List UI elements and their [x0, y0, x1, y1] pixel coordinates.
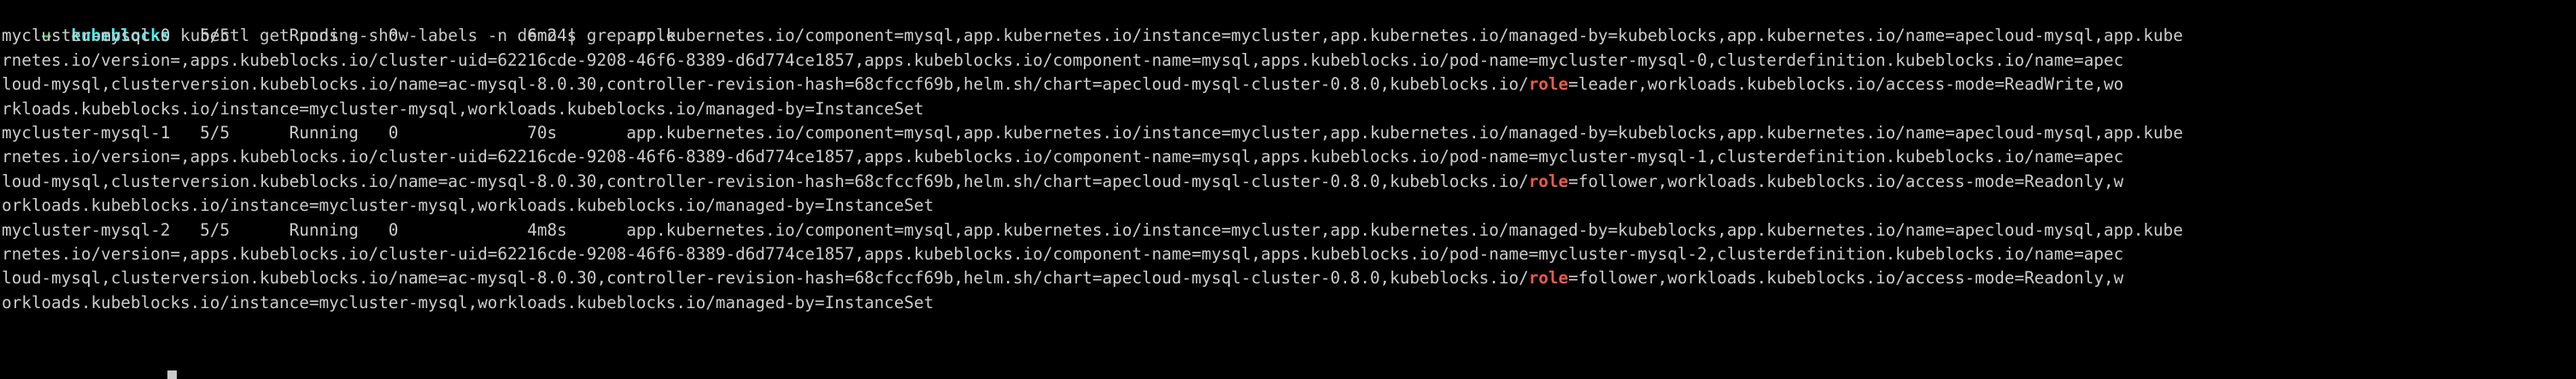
output-line-pod2-line1: mycluster-mysql-2 5/5 Running 0 4m8s app…	[0, 219, 2576, 242]
output-text: orkloads.kubeblocks.io/instance=mycluste…	[2, 195, 934, 216]
output-line-pod1-line1: mycluster-mysql-1 5/5 Running 0 70s app.…	[0, 121, 2576, 145]
output-line-pod0-line3: loud-mysql,clusterversion.kubeblocks.io/…	[0, 73, 2576, 96]
terminal-cursor	[167, 370, 177, 379]
grep-match-role: role	[1528, 74, 1569, 95]
output-text: rnetes.io/version=,apps.kubeblocks.io/cl…	[2, 147, 2124, 167]
output-text: =leader,workloads.kubeblocks.io/access-m…	[1568, 74, 2124, 95]
output-text: orkloads.kubeblocks.io/instance=mycluste…	[2, 292, 934, 312]
output-text: mycluster-mysql-1 5/5 Running 0 70s app.…	[2, 122, 2183, 143]
output-line-pod0-line1: mycluster-mysql-0 5/5 Running 0 6m24s ap…	[0, 24, 2576, 48]
output-line-pod1-line4: orkloads.kubeblocks.io/instance=mycluste…	[0, 194, 2576, 218]
output-line-pod2-line3: loud-mysql,clusterversion.kubeblocks.io/…	[0, 266, 2576, 290]
grep-match-role: role	[1528, 171, 1569, 191]
output-line-pod0-line4: rkloads.kubeblocks.io/instance=mycluster…	[0, 97, 2576, 121]
prompt-arrow-icon: →	[41, 26, 52, 46]
output-line-pod2-line4: orkloads.kubeblocks.io/instance=mycluste…	[0, 291, 2576, 315]
terminal-output: mycluster-mysql-0 5/5 Running 0 6m24s ap…	[0, 24, 2576, 315]
output-line-pod1-line2: rnetes.io/version=,apps.kubeblocks.io/cl…	[0, 145, 2576, 169]
output-text: rkloads.kubeblocks.io/instance=mycluster…	[2, 98, 924, 119]
grep-match-role: role	[1528, 268, 1569, 289]
prompt-command-text: kubectl get pods --show-labels -n demo |…	[179, 26, 676, 46]
output-text: rnetes.io/version=,apps.kubeblocks.io/cl…	[2, 50, 2124, 70]
output-text: =follower,workloads.kubeblocks.io/access…	[1568, 171, 2124, 191]
output-text: =follower,workloads.kubeblocks.io/access…	[1568, 268, 2124, 289]
output-text: mycluster-mysql-0 5/5 Running 0 6m24s ap…	[2, 26, 2183, 46]
output-line-pod2-line2: rnetes.io/version=,apps.kubeblocks.io/cl…	[0, 242, 2576, 266]
prompt-context-label: kubeblocks	[71, 26, 171, 46]
output-line-pod1-line3: loud-mysql,clusterversion.kubeblocks.io/…	[0, 170, 2576, 194]
output-text: loud-mysql,clusterversion.kubeblocks.io/…	[2, 268, 1529, 289]
output-text: rnetes.io/version=,apps.kubeblocks.io/cl…	[2, 243, 2124, 264]
output-line-pod0-line2: rnetes.io/version=,apps.kubeblocks.io/cl…	[0, 49, 2576, 73]
output-text: loud-mysql,clusterversion.kubeblocks.io/…	[2, 171, 1529, 191]
prompt-line: → kubeblocks kubectl get pods --show-lab…	[0, 0, 2576, 45]
output-text: loud-mysql,clusterversion.kubeblocks.io/…	[2, 74, 1529, 95]
output-text: mycluster-mysql-2 5/5 Running 0 4m8s app…	[2, 219, 2183, 240]
